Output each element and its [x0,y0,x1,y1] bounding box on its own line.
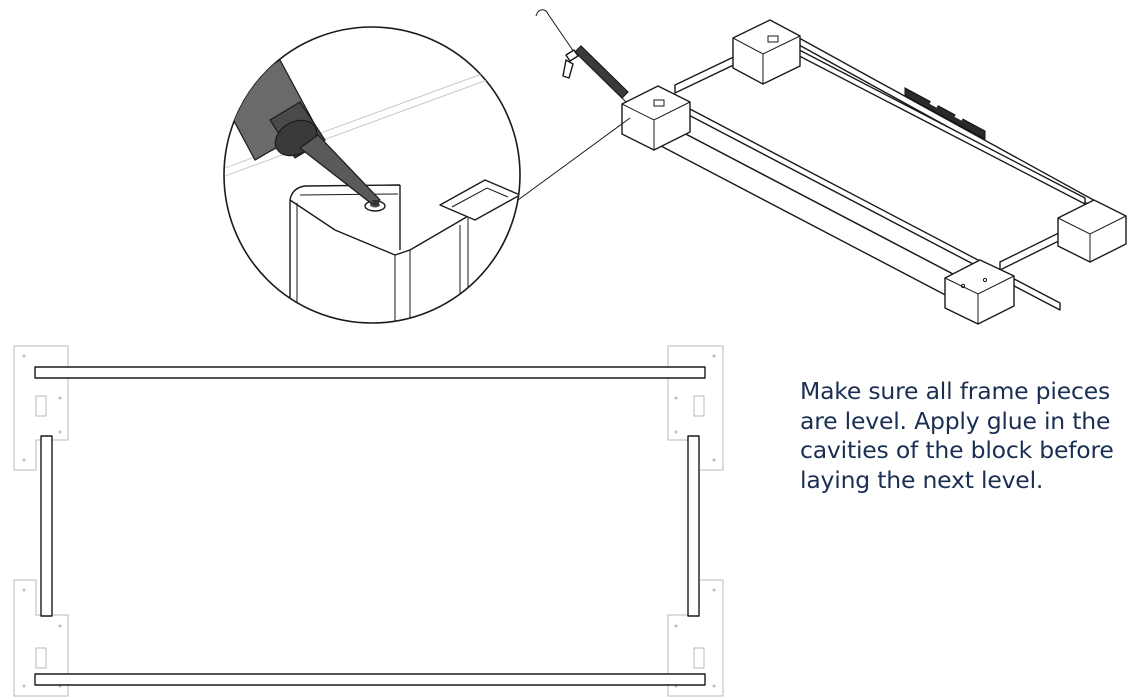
bottom-rail [34,673,706,686]
plan-view [13,345,724,697]
detail-leader-line [517,117,631,201]
top-rail [34,366,706,379]
detail-magnifier [223,26,521,324]
instruction-text: Make sure all frame pieces are level. Ap… [800,377,1114,494]
isometric-frame-assembly [517,9,1127,325]
spirit-level-icon [904,87,986,140]
left-rail [40,435,53,617]
caulk-gun-icon [535,9,635,111]
corner-block [944,259,1015,325]
inner-rail [779,39,1086,205]
corner-block [13,579,69,697]
corner-block [1057,199,1127,263]
right-rail [687,435,700,617]
corner-block [732,19,801,85]
corner-block [621,85,691,151]
